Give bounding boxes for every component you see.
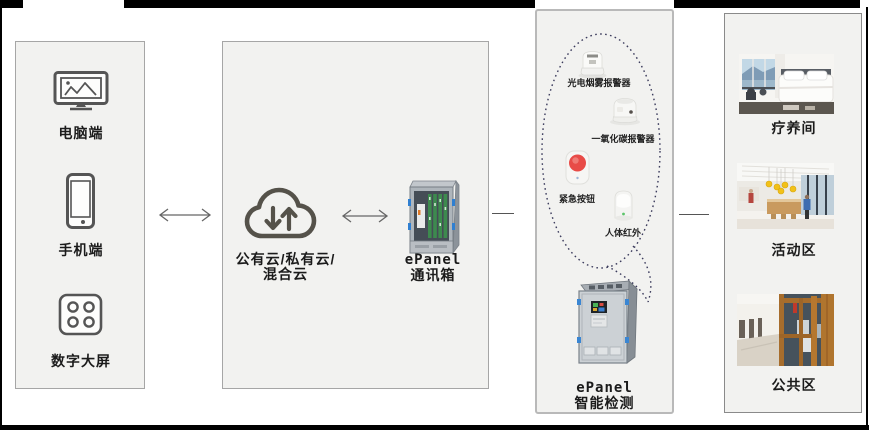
area-label-public: 公共区 (771, 377, 817, 393)
smartphone-icon (66, 173, 95, 229)
comm-box-image (407, 177, 460, 255)
cloud-sync-icon (243, 184, 319, 246)
panel-areas: 疗养间 (724, 13, 862, 413)
cloud-label: 公有云/私有云/ 混合云 (218, 252, 353, 282)
detection-device-label: ePanel 智能检测 (537, 380, 672, 411)
panel-detection: 光电烟雾报警器 一氧化碳报警器 紧急按钮 (535, 9, 674, 414)
panel-clients: 电脑端 手机端 数字大屏 (15, 41, 145, 389)
sensor-label-pir: 人体红外 (604, 228, 641, 238)
activity-area-photo (737, 163, 834, 229)
pir-sensor-image (612, 188, 635, 223)
sensor-label-smoke: 光电烟雾报警器 (567, 78, 631, 88)
connector-cloud-detection (492, 213, 514, 214)
frame-right-border (866, 7, 868, 425)
frame-top-bar-mid (124, 0, 535, 8)
detection-device-label-line2: 智能检测 (574, 395, 635, 411)
emergency-button-image (565, 150, 590, 185)
area-label-activity: 活动区 (771, 242, 817, 258)
bidirectional-arrow-clients-cloud (156, 207, 214, 223)
comm-box-label-line1: ePanel (404, 252, 462, 268)
sensor-label-co: 一氧化碳报警器 (591, 134, 655, 144)
detection-cabinet-image (571, 277, 641, 367)
sensor-label-emergency: 紧急按钮 (558, 194, 595, 204)
speech-bubble-outline (537, 11, 672, 311)
public-area-photo (737, 294, 834, 366)
detection-device-label-line1: ePanel (576, 380, 633, 396)
frame-left-border (0, 8, 2, 425)
digital-large-screen-icon (58, 293, 103, 336)
client-label-pc: 电脑端 (58, 125, 104, 141)
connector-detection-areas (679, 214, 709, 215)
area-label-care-room: 疗养间 (771, 120, 817, 136)
desktop-monitor-icon (53, 71, 109, 111)
comm-box-label: ePanel 通讯箱 (368, 252, 498, 283)
cloud-label-line2: 混合云 (263, 266, 308, 282)
comm-box-label-line2: 通讯箱 (410, 267, 456, 283)
cloud-label-line1: 公有云/私有云/ (235, 251, 336, 267)
co-alarm-image (608, 94, 642, 126)
client-label-bigscreen: 数字大屏 (51, 353, 111, 369)
frame-bottom-bar (0, 425, 869, 430)
frame-top-bar-left (0, 0, 23, 8)
frame-top-bar-right (674, 0, 860, 8)
smoke-alarm-image (576, 48, 609, 79)
client-label-mobile: 手机端 (58, 242, 104, 258)
panel-cloud: 公有云/私有云/ 混合云 (222, 41, 489, 389)
care-room-photo (739, 54, 834, 114)
bidirectional-arrow-cloud-commbox (339, 208, 391, 224)
